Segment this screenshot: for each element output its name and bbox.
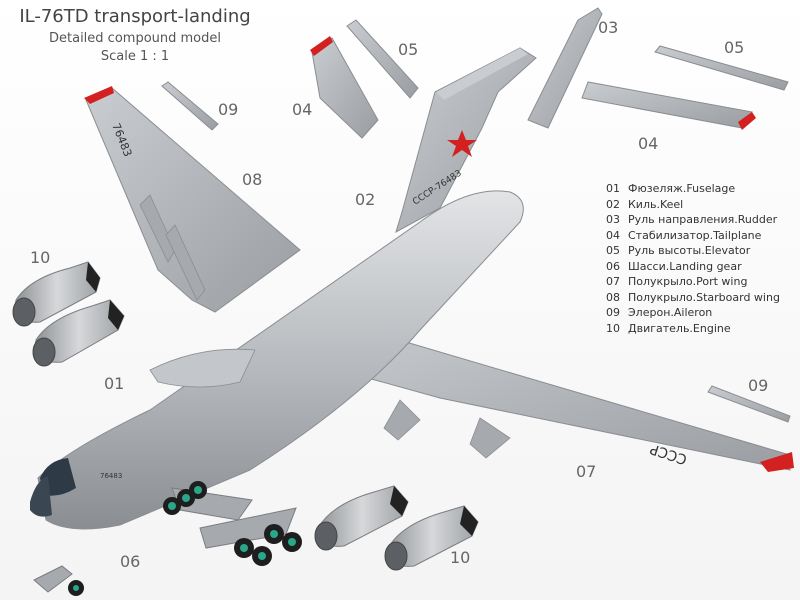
engine-part-lower-middle <box>314 485 409 551</box>
callout-05-right: 05 <box>724 38 745 57</box>
tailplane-part-left <box>310 36 379 139</box>
callout-10-left: 10 <box>30 248 51 267</box>
fuselage-part: 76483 <box>30 190 524 530</box>
callout-09-upper: 09 <box>218 100 239 119</box>
callout-01: 01 <box>104 374 125 393</box>
callout-03: 03 <box>598 18 619 37</box>
callout-10-right: 10 <box>450 548 471 567</box>
callout-07: 07 <box>576 462 597 481</box>
rudder-part <box>527 7 603 129</box>
elevator-part-left <box>346 19 419 99</box>
gear-wheels-upper <box>163 481 207 515</box>
aileron-part-upper <box>161 81 219 131</box>
diagram-subtitle: Detailed compound model <box>49 31 221 46</box>
gear-wheels-lower <box>234 524 302 566</box>
tailplane-part-right <box>581 81 756 130</box>
keel-part: СССР-76483 <box>395 47 537 234</box>
callout-09-right: 09 <box>748 376 769 395</box>
starboard-wing-part: 76483 <box>84 86 301 313</box>
title-block: IL-76TD transport-landing Detailed compo… <box>0 6 270 64</box>
engine-part-lower-right <box>384 505 479 571</box>
aileron-part-right <box>707 385 791 423</box>
engine-part-upper-left <box>12 261 101 327</box>
red-star-icon <box>447 130 477 157</box>
callout-08: 08 <box>242 170 263 189</box>
engine-part-lower-left <box>32 299 125 367</box>
nose-gear-part <box>33 565 84 596</box>
callout-04-left: 04 <box>292 100 313 119</box>
diagram-title: IL-76TD transport-landing <box>19 6 251 27</box>
scale-label: Scale 1 : 1 <box>100 49 170 64</box>
port-wing-part: СССР <box>309 324 794 472</box>
callout-04-right: 04 <box>638 134 659 153</box>
callout-02: 02 <box>355 190 376 209</box>
elevator-part-right <box>654 45 789 91</box>
landing-gear-parts <box>33 481 302 596</box>
nose-registration: 76483 <box>100 472 122 480</box>
callout-05-left: 05 <box>398 40 419 59</box>
callout-06: 06 <box>120 552 141 571</box>
